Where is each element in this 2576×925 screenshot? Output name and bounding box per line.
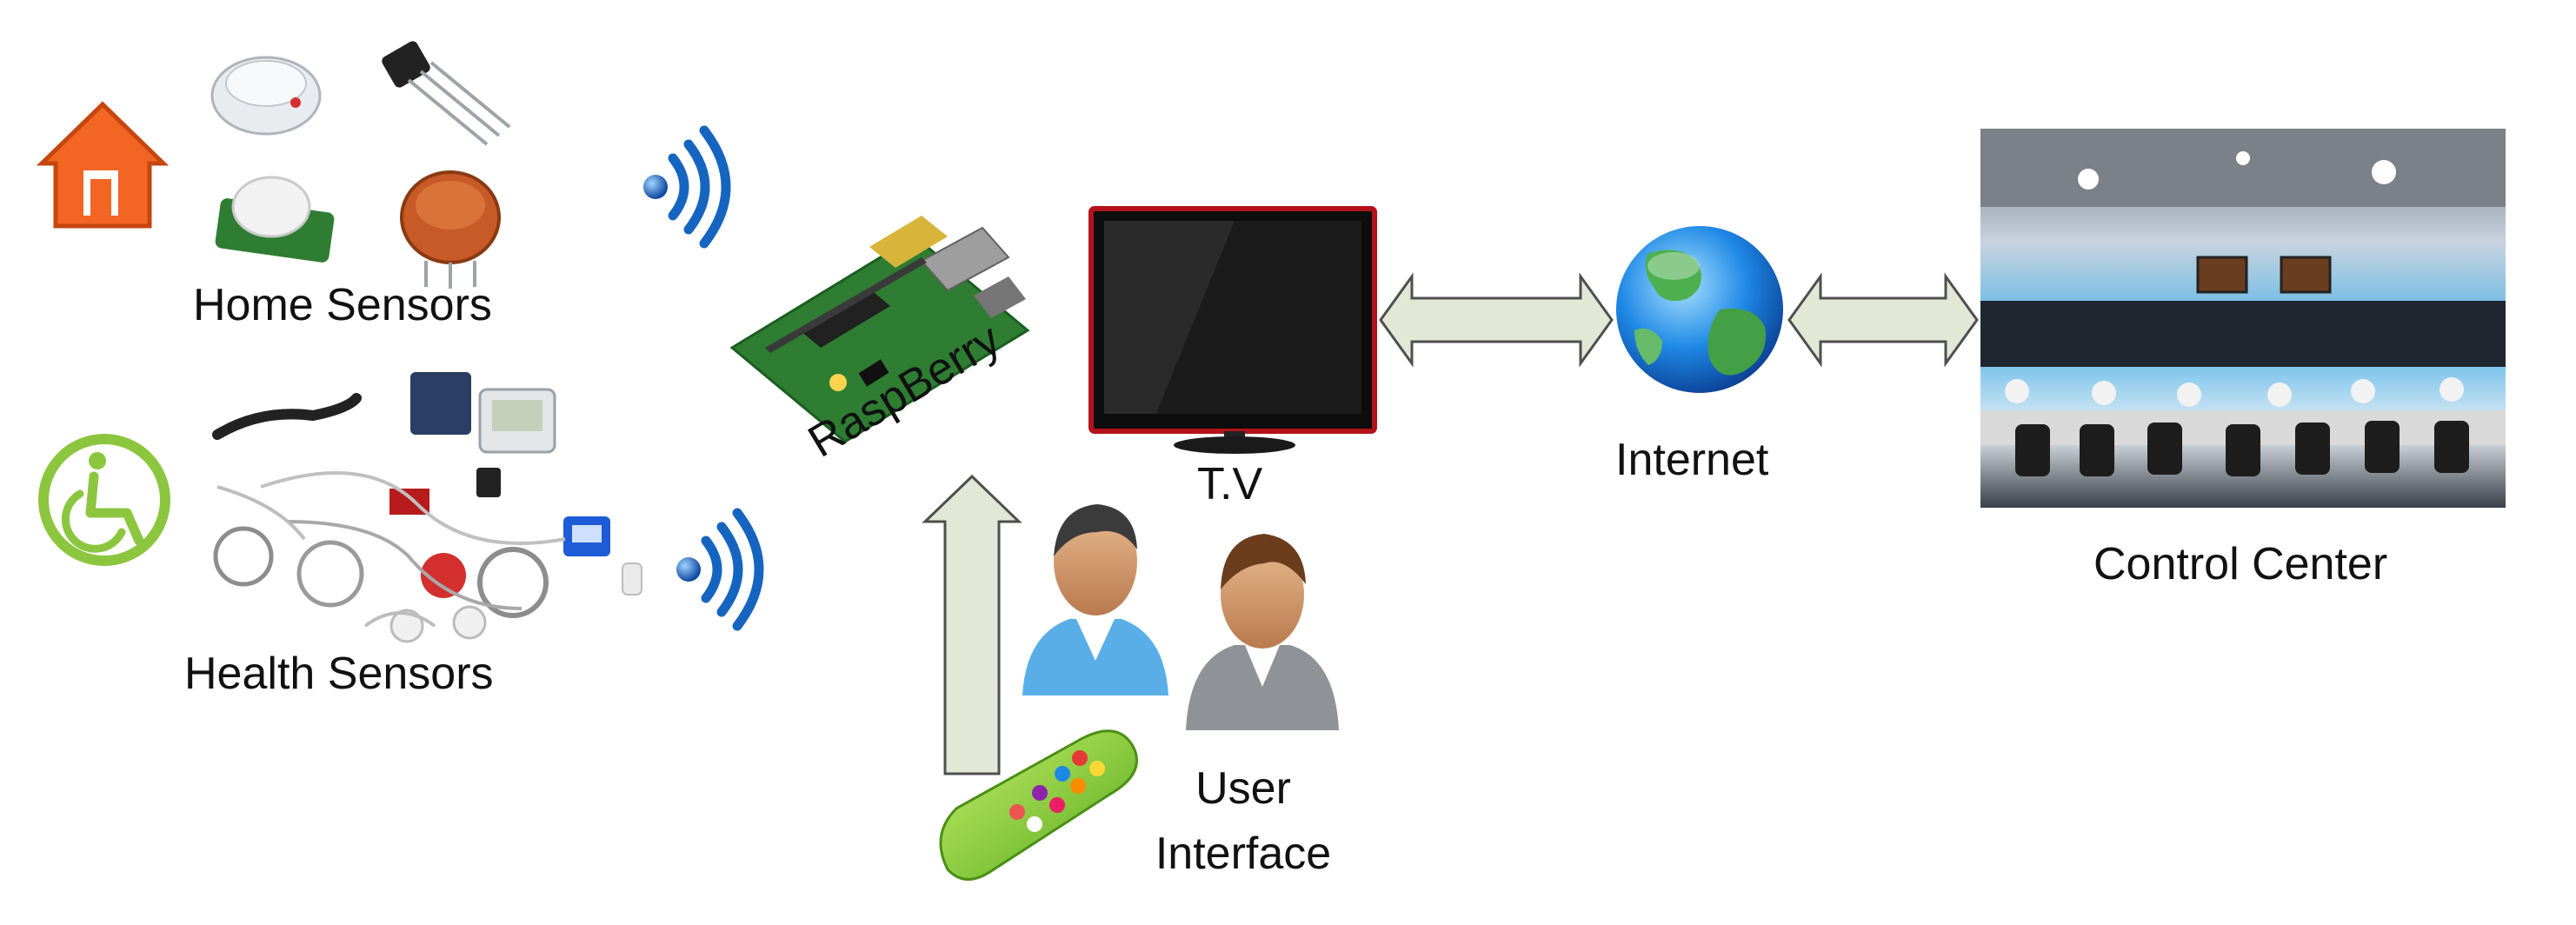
raspberry-pi-image — [729, 216, 1030, 443]
globe-icon — [1616, 226, 1783, 393]
gas-sensor-image — [400, 170, 501, 289]
control-center-image — [1980, 129, 2506, 508]
wifi-signal-icon — [676, 508, 764, 631]
up-arrow — [922, 474, 1022, 775]
users-icon — [1022, 504, 1339, 730]
internet-label: Internet — [1615, 435, 1769, 485]
temperature-sensor-image — [382, 41, 511, 146]
health-sensors-image — [212, 372, 642, 643]
motion-sensor-image — [215, 176, 335, 263]
interface-label: Interface — [1155, 829, 1332, 879]
control-center-label: Control Center — [2093, 539, 2388, 589]
remote-control-icon — [939, 729, 1138, 881]
double-arrow-tv-internet — [1379, 272, 1614, 368]
smoke-detector-image — [210, 56, 322, 136]
health-sensors-label: Health Sensors — [184, 649, 494, 699]
wheelchair-icon — [38, 434, 170, 566]
wifi-signal-icon — [643, 125, 731, 249]
tv-image — [1088, 206, 1377, 454]
tv-label: T.V — [1197, 459, 1263, 509]
user-label: User — [1195, 763, 1291, 814]
double-arrow-internet-control — [1787, 272, 1979, 368]
house-icon — [36, 101, 170, 229]
home-sensors-label: Home Sensors — [193, 280, 492, 330]
